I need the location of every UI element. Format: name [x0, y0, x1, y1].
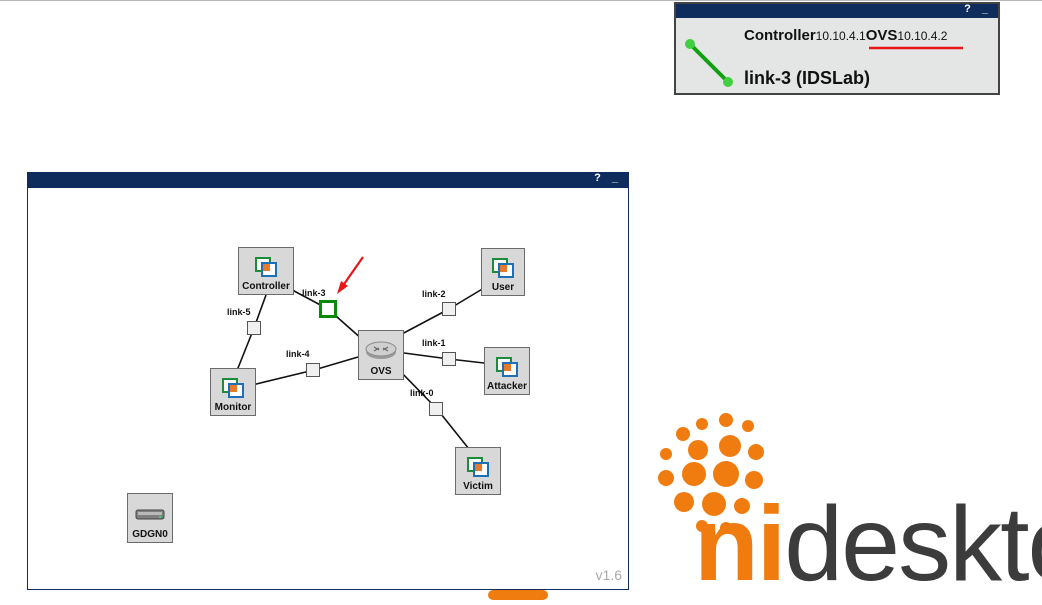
vm-icon — [492, 258, 514, 278]
node-label: User — [491, 282, 515, 293]
red-arrow-annotation — [337, 256, 364, 294]
link-box-link0[interactable] — [429, 402, 443, 416]
dst-node-ip: 10.10.4.2 — [897, 29, 948, 43]
link-label-link2: link-2 — [422, 289, 446, 299]
src-node-ip: 10.10.4.1 — [815, 29, 866, 43]
edge-link4-ovs — [313, 356, 359, 371]
link-label-link1: link-1 — [422, 338, 446, 348]
help-button[interactable]: ? — [594, 172, 605, 184]
edge-ovs-link2 — [399, 308, 450, 336]
gateway-device-icon — [135, 509, 165, 520]
switch-icon — [365, 341, 397, 359]
node-label: Attacker — [486, 381, 528, 392]
node-label: GDGN0 — [132, 529, 168, 540]
dst-node-name: OVS — [865, 27, 898, 44]
info-panel-titlebar: ? _ — [676, 3, 998, 18]
edge-ovs-link1 — [403, 352, 450, 360]
edge-link5-monitor — [235, 327, 255, 374]
vm-icon — [222, 378, 244, 398]
topology-window: ? _ — [27, 172, 629, 590]
brand-wordmark-rest: deskto — [784, 485, 1042, 603]
edge-monitor-link4 — [251, 369, 315, 386]
version-label: v1.6 — [595, 567, 622, 583]
topology-titlebar: ? _ — [28, 172, 628, 188]
link-info-panel: ? _ Controller10.10.4.1OVS10.10.4.2 link… — [674, 2, 1000, 95]
vm-icon — [496, 357, 518, 377]
node-label: Monitor — [214, 402, 252, 413]
minimize-button[interactable]: _ — [981, 3, 992, 15]
node-ovs[interactable]: OVS — [358, 330, 404, 380]
link-box-link5[interactable] — [247, 321, 261, 335]
link-icon — [685, 39, 733, 87]
brand-logo — [488, 413, 764, 600]
red-underline-annotation — [869, 46, 963, 50]
node-controller[interactable]: Controller — [238, 247, 294, 295]
top-divider — [0, 0, 1042, 1]
help-button[interactable]: ? — [964, 3, 975, 15]
link-label-link3: link-3 — [302, 288, 326, 298]
link-label-link0: link-0 — [410, 388, 434, 398]
node-user[interactable]: User — [481, 248, 525, 296]
link-box-link4[interactable] — [306, 363, 320, 377]
node-label: OVS — [370, 366, 392, 377]
node-label: Victim — [463, 481, 493, 492]
link-endpoints: Controller10.10.4.1OVS10.10.4.2 — [744, 27, 947, 45]
link-label-link5: link-5 — [227, 307, 251, 317]
node-monitor[interactable]: Monitor — [210, 368, 256, 416]
minimize-button[interactable]: _ — [611, 172, 622, 184]
link-box-link2[interactable] — [442, 302, 456, 316]
node-attacker[interactable]: Attacker — [484, 347, 530, 395]
node-victim[interactable]: Victim — [455, 447, 501, 495]
link-box-link1[interactable] — [442, 352, 456, 366]
src-node-name: Controller — [744, 27, 816, 44]
node-gdgn0[interactable]: GDGN0 — [127, 493, 173, 543]
node-label: Controller — [242, 281, 290, 292]
vm-icon — [467, 457, 489, 477]
brand-wordmark-accent: ni — [694, 485, 786, 603]
link-label-link4: link-4 — [286, 349, 310, 359]
brand-wordmark: nideskto — [694, 484, 1042, 605]
link-title: link-3 (IDSLab) — [744, 68, 871, 88]
link-box-link3[interactable] — [319, 300, 337, 318]
vm-icon — [255, 257, 277, 277]
